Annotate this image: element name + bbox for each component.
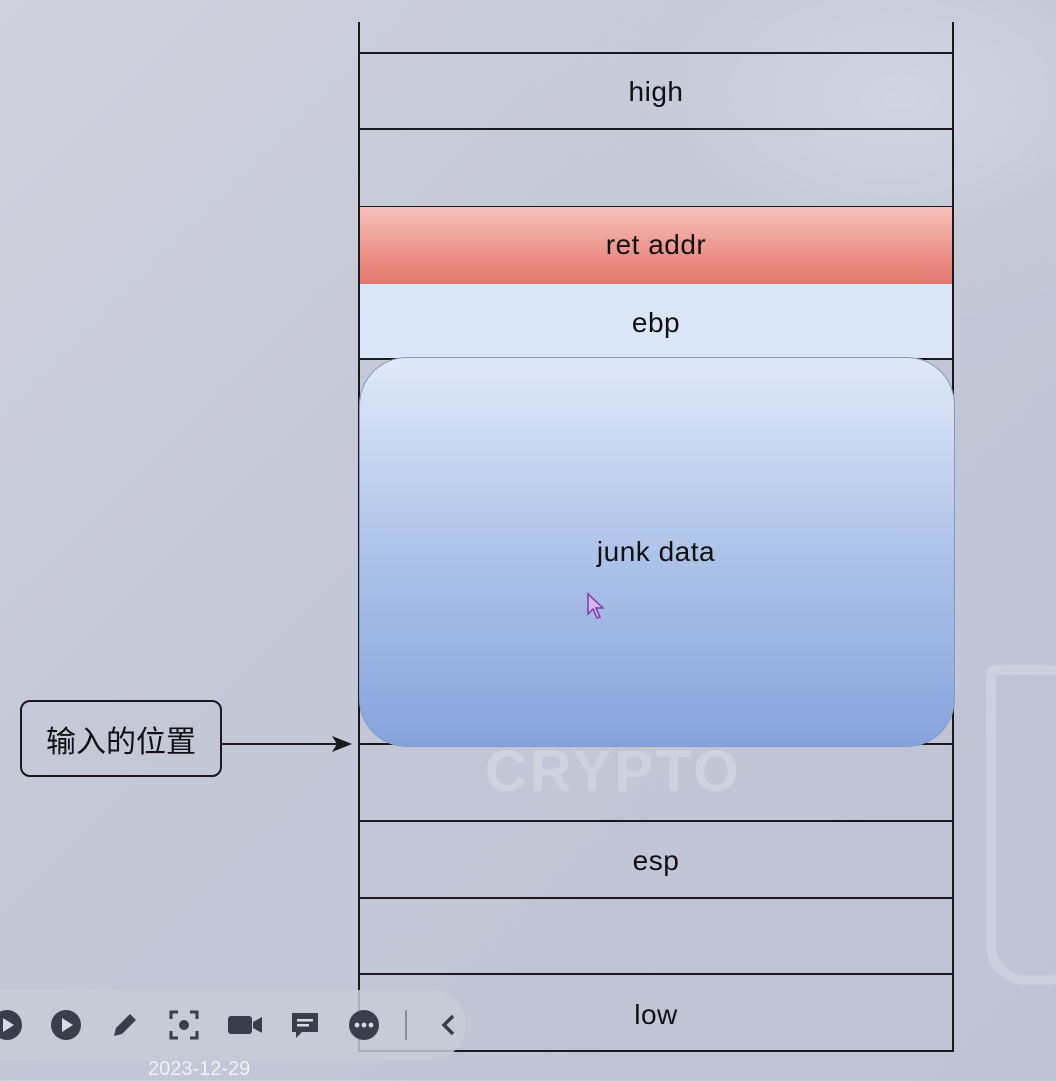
more-icon[interactable] [346, 1005, 381, 1045]
stack-divider [358, 820, 954, 822]
comment-icon[interactable] [288, 1005, 323, 1045]
cell-label-esp: esp [632, 845, 680, 876]
play-icon[interactable] [0, 1005, 25, 1045]
play-icon[interactable] [49, 1005, 84, 1045]
mouse-cursor-icon [587, 592, 605, 619]
input-position-label: 输入的位置 [20, 700, 222, 777]
cell-label-high: high [628, 76, 684, 107]
player-toolbar [0, 990, 466, 1060]
pen-icon[interactable] [108, 1005, 143, 1045]
cell-label-junk-data: junk data [596, 536, 716, 567]
watermark: CRYPTO [485, 739, 742, 804]
cell-label-low: low [634, 999, 678, 1030]
junk-data-block [359, 357, 955, 747]
ret-addr-cell [359, 206, 953, 285]
toolbar-divider [405, 1010, 408, 1040]
cell-label-ret-addr: ret addr [605, 229, 707, 260]
stack-divider [358, 897, 954, 899]
shield-watermark [986, 665, 1056, 985]
screenshot-icon[interactable] [167, 1005, 202, 1045]
stack-divider [358, 973, 954, 975]
cell-label-ebp: ebp [631, 307, 681, 338]
stack-divider [358, 1050, 954, 1052]
camera-icon[interactable] [226, 1005, 264, 1045]
stack-divider [358, 52, 954, 54]
input-arrow [222, 736, 352, 752]
collapse-icon[interactable] [431, 1005, 466, 1045]
ebp-cell [359, 284, 953, 359]
date-label: 2023-12-29 [148, 1058, 251, 1080]
stack-divider [358, 128, 954, 130]
